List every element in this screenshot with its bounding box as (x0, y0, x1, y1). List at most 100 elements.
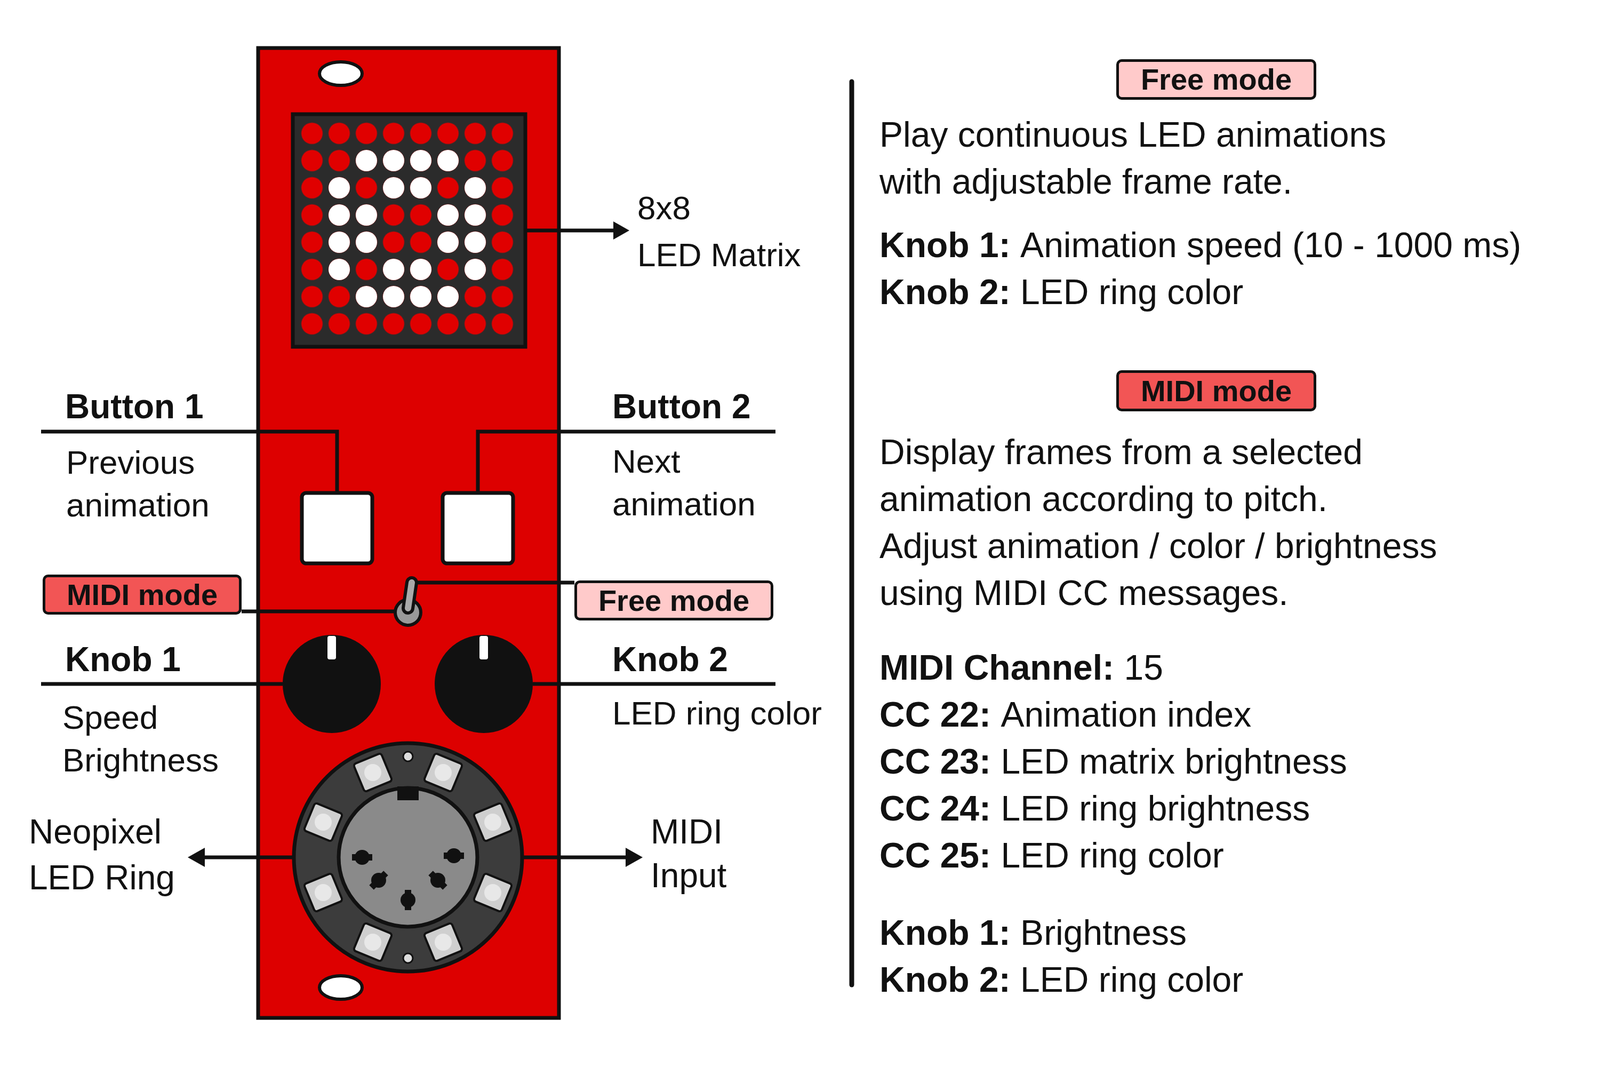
knob-pointer (479, 635, 488, 660)
din-pin (404, 889, 412, 910)
lit-led (464, 231, 486, 253)
mode-badge: Free mode (574, 580, 774, 621)
ring-led (473, 872, 512, 912)
push-button (442, 492, 514, 564)
label-slot: Next animation (612, 440, 773, 526)
spec-line: CC 23:LED matrix brightness (879, 737, 1348, 785)
spec-value: LED matrix brightness (1001, 741, 1348, 781)
spec-line: Knob 1:Brightness (879, 908, 1187, 956)
ring-led (303, 872, 343, 912)
lit-led (410, 149, 432, 172)
leader-arrow (525, 228, 619, 233)
label-slot: Button 1 (65, 385, 204, 428)
lit-leds (328, 149, 486, 308)
part-label: Neopixel LED Ring (28, 808, 189, 901)
ring-led (303, 802, 343, 842)
din-pin (428, 870, 447, 890)
din-pin (443, 852, 464, 859)
spec-value: LED ring color (1020, 272, 1244, 312)
ring-led-lens (434, 763, 452, 781)
label-slot: LED ring color (612, 691, 822, 735)
label-slot: Speed Brightness (62, 696, 239, 782)
lit-led (382, 258, 405, 280)
badge-text: Free mode (1140, 64, 1292, 95)
lit-led (328, 177, 350, 199)
spec-key: Knob 1: (879, 912, 1011, 952)
spec-value: LED ring color (1020, 959, 1244, 999)
spec-value: LED ring color (1001, 835, 1224, 875)
spec-line: Knob 2:LED ring color (879, 268, 1244, 316)
leader-arrow (198, 855, 294, 860)
label-slot: Knob 2 (612, 637, 728, 681)
spec-key: CC 23: (879, 741, 991, 781)
din-notch (397, 786, 419, 800)
mode-badge: Free mode (1116, 59, 1317, 100)
lit-led (464, 177, 486, 199)
ring-led-lenses (314, 763, 502, 951)
ring-led-lens (484, 883, 502, 901)
knob-pointer (327, 635, 336, 660)
spec-line: Knob 1:Animation speed (10 - 1000 ms) (879, 221, 1522, 269)
led-matrix-dots (298, 120, 517, 338)
ring-led-lens (484, 813, 502, 831)
lit-led (382, 149, 405, 172)
spec-key: MIDI Channel: (879, 647, 1115, 687)
spec-key: Knob 2: (879, 272, 1011, 312)
screw (403, 953, 413, 963)
spec-key: CC 22: (879, 694, 991, 734)
label-slot: 8x8 LED Matrix (637, 184, 814, 279)
arrow-head (613, 221, 630, 240)
mode-description: Display frames from a selected animation… (879, 428, 1477, 616)
lit-led (382, 177, 405, 199)
lit-led (437, 149, 459, 172)
lit-led (410, 258, 432, 280)
spec-line: CC 22:Animation index (879, 690, 1252, 738)
spec-value: LED ring brightness (1001, 788, 1311, 828)
knob (282, 634, 381, 733)
spec-line: CC 25:LED ring color (879, 831, 1224, 879)
ring-led (353, 752, 392, 792)
ring-led-lens (314, 813, 332, 831)
midi-din-socket (338, 787, 478, 927)
led-ring (293, 742, 523, 972)
mounting-hole (319, 61, 363, 86)
spec-key: CC 24: (879, 788, 991, 828)
badge-text: MIDI mode (1140, 376, 1292, 406)
spec-key: Knob 1: (879, 225, 1011, 265)
spec-key: CC 25: (879, 835, 991, 875)
mode-badge: MIDI mode (42, 574, 242, 615)
label-slot: Play continuous LED animations with adju… (879, 110, 1413, 205)
lit-led (437, 204, 459, 226)
din-pins (352, 848, 464, 910)
push-button (301, 492, 373, 564)
control-function: Speed Brightness (62, 696, 239, 782)
lit-led (355, 149, 378, 172)
ring-led-lens (434, 933, 452, 951)
badge-text: Free mode (598, 585, 750, 616)
lit-led (328, 231, 350, 253)
lit-led (437, 231, 459, 253)
lit-led (355, 285, 378, 308)
led-matrix (292, 114, 526, 347)
ring-led-lens (364, 933, 382, 951)
spec-value: Animation index (1001, 694, 1252, 734)
control-function: Next animation (612, 440, 773, 526)
din-pin (352, 853, 373, 861)
spec-line: MIDI Channel:15 (879, 643, 1164, 691)
control-name: Button 1 (65, 385, 204, 428)
label-slot: Button 2 (612, 385, 751, 428)
spec-value: Brightness (1020, 912, 1187, 952)
arrow-head (625, 847, 643, 867)
spec-line: Knob 2:LED ring color (879, 955, 1244, 1003)
lit-led (410, 177, 432, 199)
lit-led (328, 258, 350, 280)
control-function: Previous animation (66, 441, 227, 527)
screw (403, 751, 413, 762)
leader-arrow (522, 855, 632, 860)
lit-led (382, 285, 405, 308)
ring-led (353, 922, 392, 962)
divider-line (849, 81, 855, 985)
toggle-lever (408, 582, 412, 608)
ring-led (473, 802, 512, 842)
